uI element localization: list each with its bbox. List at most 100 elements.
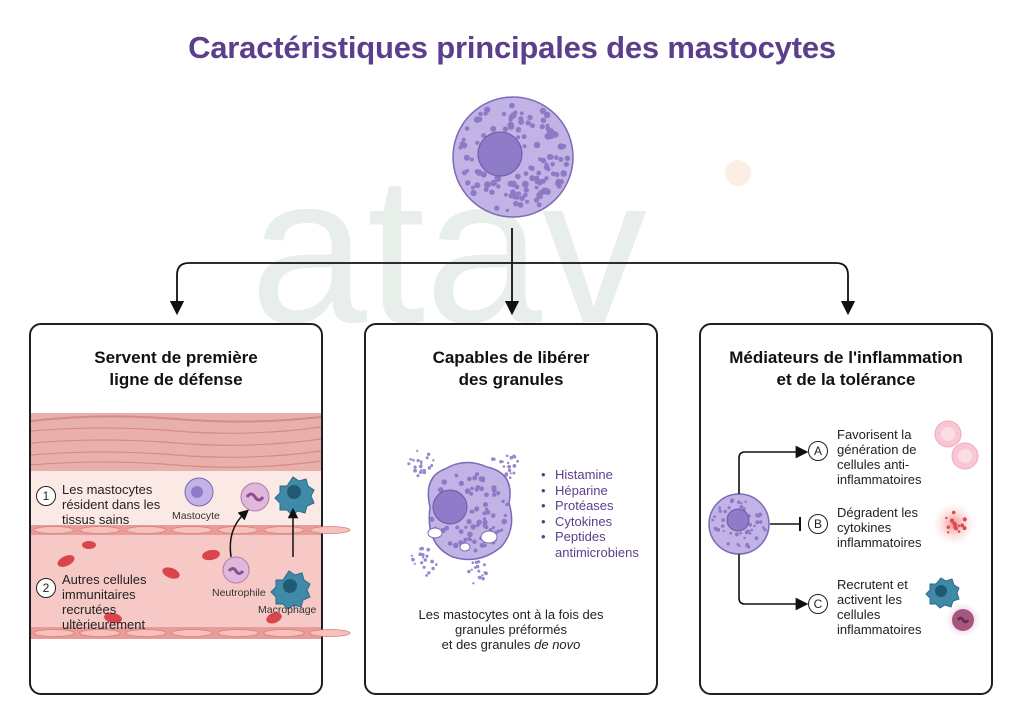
granule-dot (512, 471, 516, 475)
granule-dot (464, 126, 470, 131)
endothelial-cell (79, 629, 121, 637)
granule-dot (470, 185, 475, 190)
endothelial-cell (217, 526, 259, 534)
granule-dot (437, 487, 444, 493)
granule-dot (447, 541, 453, 546)
mediator-diagram (708, 420, 981, 638)
granule-dot (420, 462, 423, 465)
granule-dot (742, 507, 746, 511)
granule-dot (739, 531, 743, 535)
granule-dot (753, 524, 756, 528)
granule-dot (502, 465, 506, 468)
granule-dot (471, 509, 475, 514)
granule-dot (533, 141, 541, 149)
granule-dot (538, 189, 545, 196)
granule-dot (544, 176, 549, 181)
granule-dot (954, 526, 958, 531)
granule-dot (510, 180, 517, 188)
granule-dot (554, 172, 560, 178)
granule-dot (518, 119, 524, 125)
granule-dot (421, 553, 425, 557)
step2-text: Autres cellules immunitaires recrutées u… (62, 572, 147, 632)
granule-dot (473, 548, 478, 553)
granule-dot (564, 155, 571, 162)
granule-dot (507, 464, 511, 469)
granule-dot (499, 528, 504, 532)
step1-number: 1 (36, 486, 56, 506)
granule-dot (481, 577, 485, 581)
granule-dot (458, 529, 464, 534)
granule-dot (471, 561, 475, 564)
granule-dot (418, 552, 422, 556)
granule-dot (721, 518, 725, 522)
granule-dot (517, 202, 524, 208)
granule-dot (755, 520, 760, 525)
granule-dot (755, 513, 759, 517)
granule-dot (495, 175, 502, 182)
granule-dot (465, 168, 470, 173)
granule-dot (508, 193, 514, 199)
granule-dot (470, 190, 477, 197)
granule-dot (512, 464, 517, 468)
granule-dot (951, 510, 956, 515)
granule-dot (413, 468, 417, 473)
endothelial-cell (125, 526, 167, 534)
granule-dot (723, 509, 727, 514)
granule-dot (477, 569, 481, 573)
caption-line3-prefix: et des granules (441, 637, 535, 652)
granule-dot (418, 464, 423, 469)
granule-dot (529, 175, 536, 182)
granule-dot (558, 179, 564, 185)
granule-dot (479, 486, 484, 492)
granule-dot (432, 459, 435, 462)
granule-dot (540, 178, 546, 184)
granule-dot (510, 112, 517, 119)
panel2-title: Capables de libérer des granules (366, 347, 656, 391)
granule-dot (957, 530, 961, 533)
granule-dot (522, 144, 527, 149)
granule-dot (763, 528, 767, 532)
granule-dot (745, 542, 749, 546)
granule-dot (557, 143, 565, 150)
granule-dot (513, 200, 519, 207)
granule-dot (504, 473, 509, 477)
caption-line1: Les mastocytes ont à la fois des (418, 607, 604, 622)
granule-dot (422, 565, 426, 569)
granule-dot (474, 472, 480, 477)
granule-dot (454, 473, 459, 478)
granule-dot (960, 523, 965, 528)
label-neutrophile: Neutrophile (212, 587, 266, 599)
granule-dot (470, 524, 476, 530)
granule-dot (455, 525, 460, 530)
granule-dot (483, 502, 488, 508)
granule-dot (484, 571, 488, 576)
granule-dot (721, 524, 725, 528)
mediator-c-text: Recrutent et activent les cellules infla… (837, 577, 922, 637)
granule-dot (416, 474, 420, 478)
granule-item: Héparine (541, 483, 661, 499)
caption-line3: et des granules de novo (366, 637, 656, 652)
letter-c: C (808, 594, 828, 614)
panel2-title-line1: Capables de libérer (432, 348, 590, 367)
granule-dot (473, 566, 477, 569)
degranulating-mast-cell-icon (407, 449, 519, 585)
granule-dot (560, 170, 567, 177)
granule-dot (463, 537, 468, 542)
granule-dot (957, 524, 961, 528)
mediator-a-text: Favorisent la génération de cellules ant… (837, 427, 922, 487)
granule-dot (743, 536, 746, 540)
granule-dot (523, 171, 529, 176)
granule-dot (420, 469, 423, 472)
granule-dot (416, 449, 419, 452)
granule-dot (962, 526, 967, 531)
granule-dot (475, 485, 481, 490)
endothelial-cell (79, 526, 121, 534)
granule-list: Histamine Héparine Protéases Cytokines P… (541, 467, 661, 560)
granule-dot (412, 459, 415, 462)
granule-dot (484, 507, 489, 511)
granule-dot (515, 173, 521, 180)
granule-dot (425, 554, 429, 558)
granule-dot (480, 171, 487, 178)
granule-dot (469, 157, 474, 162)
